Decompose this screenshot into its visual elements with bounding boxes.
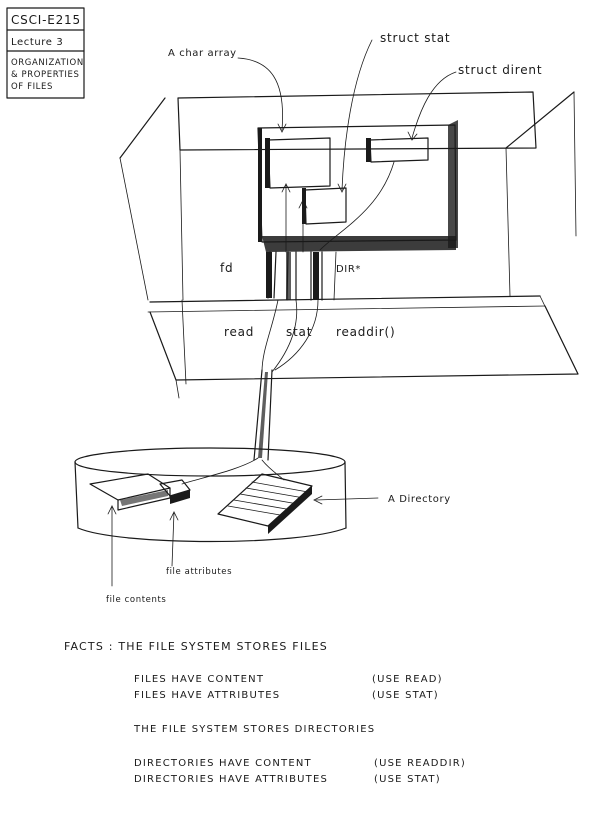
process-buffers: [257, 120, 458, 252]
facts-row4-note: (USE STAT): [374, 774, 441, 785]
facts-row1-text: FILES HAVE CONTENT: [134, 674, 265, 685]
label-readdir: readdir(): [336, 325, 395, 339]
header-topic-line1: ORGANIZATION: [11, 58, 84, 68]
label-read: read: [224, 325, 254, 339]
facts-row2-note: (USE STAT): [372, 690, 439, 701]
header-box: CSCI-E215 Lecture 3 ORGANIZATION & PROPE…: [6, 7, 85, 99]
label-arrows: [107, 39, 457, 587]
diagram-labels: A char array struct stat struct dirent f…: [106, 31, 542, 605]
facts-row1-note: (USE READ): [372, 674, 443, 685]
label-fd: fd: [220, 261, 233, 275]
label-stat: stat: [286, 325, 312, 339]
header-topic-line2: & PROPERTIES: [11, 70, 80, 80]
facts-row3-text: DIRECTORIES HAVE CONTENT: [134, 758, 312, 769]
disk-cylinder: [74, 447, 347, 543]
facts-row4-text: DIRECTORIES HAVE ATTRIBUTES: [134, 774, 329, 785]
label-char-array: A char array: [168, 48, 237, 59]
disk-shaft: [253, 299, 319, 461]
label-struct-stat: struct stat: [380, 31, 450, 45]
syscall-pipes: [266, 251, 337, 301]
facts-heading: FACTS : THE FILE SYSTEM STORES FILES: [64, 640, 328, 653]
header-topic-line3: OF FILES: [11, 82, 53, 92]
facts-subheading: THE FILE SYSTEM STORES DIRECTORIES: [134, 724, 376, 735]
label-file-attributes: file attributes: [166, 567, 232, 577]
header-lecture: Lecture 3: [11, 37, 63, 48]
label-struct-dirent: struct dirent: [458, 63, 542, 77]
label-directory: A Directory: [388, 494, 451, 505]
facts-row2-text: FILES HAVE ATTRIBUTES: [134, 690, 281, 701]
process-box: [119, 91, 579, 399]
label-file-contents: file contents: [106, 595, 166, 605]
header-course: CSCI-E215: [11, 13, 81, 27]
facts-row3-note: (USE READDIR): [374, 758, 466, 769]
label-dirp: DIR*: [336, 264, 361, 275]
